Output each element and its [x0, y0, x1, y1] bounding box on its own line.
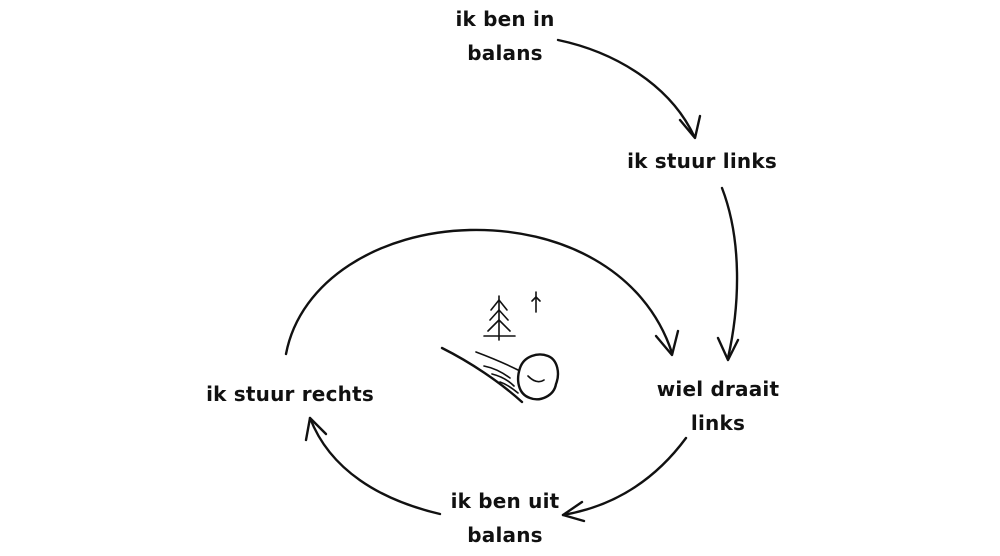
arrow-steer-right-to-wheel-left — [284, 228, 680, 357]
node-balanced: ik ben in balans — [440, 2, 570, 70]
node-steer-left: ik stuur links — [612, 144, 792, 178]
node-wheel-left: wiel draait links — [648, 372, 788, 440]
node-wheel-left-line1: wiel draait — [656, 377, 780, 401]
arrow-unbalanced-to-steer-right — [304, 416, 442, 516]
arrow-balanced-to-steer-left — [556, 38, 702, 140]
arrow-steer-left-to-wheel-left — [716, 186, 740, 362]
arrow-wheel-left-to-unbalanced — [561, 436, 688, 523]
node-unbalanced-line2: balans — [467, 523, 543, 547]
node-unbalanced: ik ben uit balans — [435, 484, 575, 552]
bicycle-wheel-on-slope-with-trees-icon — [440, 291, 560, 404]
node-steer-right-label: ik stuur rechts — [206, 382, 374, 406]
node-steer-right: ik stuur rechts — [195, 377, 385, 411]
node-balanced-line1: ik ben in — [455, 7, 555, 31]
node-unbalanced-line1: ik ben uit — [450, 489, 560, 513]
node-balanced-line2: balans — [467, 41, 543, 65]
node-steer-left-label: ik stuur links — [627, 149, 777, 173]
node-wheel-left-line2: links — [690, 411, 746, 435]
